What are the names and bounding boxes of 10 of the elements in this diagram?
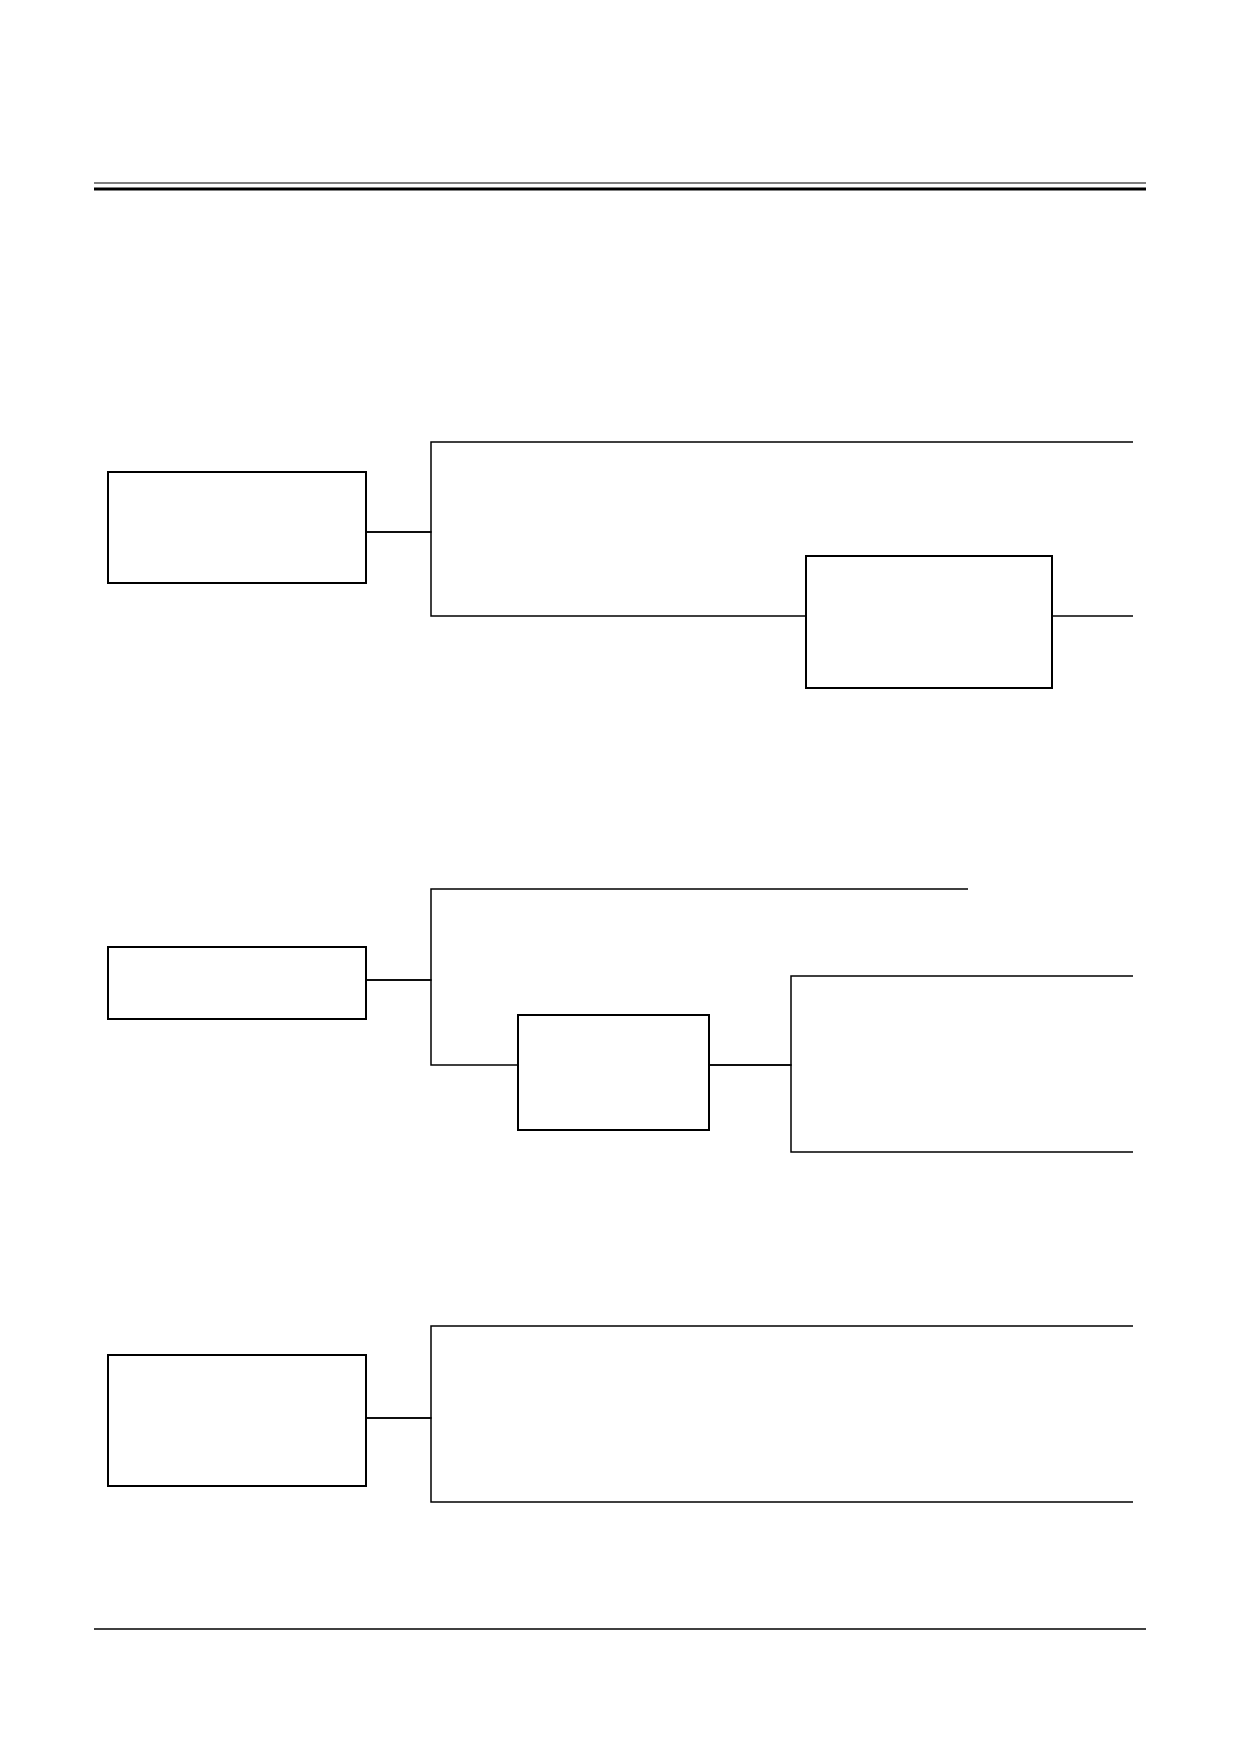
connector-line bbox=[1052, 615, 1134, 617]
blank-box bbox=[805, 555, 1053, 689]
blank-box bbox=[107, 1354, 367, 1487]
connector-line bbox=[366, 531, 806, 617]
blank-box bbox=[107, 471, 367, 584]
connector-line bbox=[709, 1064, 1134, 1153]
blank-box bbox=[517, 1014, 710, 1131]
blank-box bbox=[107, 946, 367, 1020]
connector-line bbox=[366, 1417, 1134, 1503]
connector-line bbox=[366, 979, 518, 1066]
